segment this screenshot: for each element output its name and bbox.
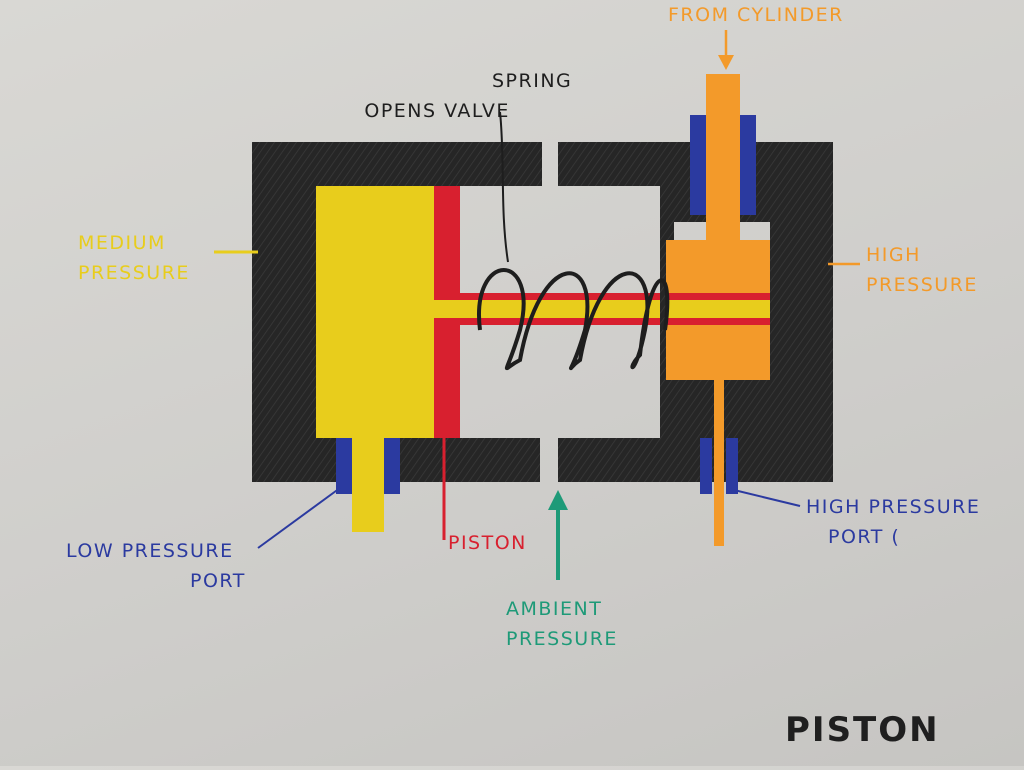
piston-rod-tip [666, 293, 770, 325]
from-cylinder-label: FROM CYLINDER [668, 4, 844, 26]
medium-label-line1: MEDIUM [78, 232, 166, 254]
spring-label: SPRING OPENS VALVE [364, 66, 573, 126]
low-port-leader [257, 487, 341, 549]
ambient-arrow [548, 490, 568, 580]
medium-label-line2: PRESSURE [78, 262, 190, 284]
left-housing [252, 142, 542, 482]
spring-label-line1: SPRING [492, 70, 573, 92]
low-pressure-port [336, 438, 400, 532]
low-port-line1: LOW PRESSURE [66, 540, 234, 562]
high-port-leader [733, 489, 801, 507]
high-label-line1: HIGH [866, 244, 921, 266]
page-title: PISTON [785, 710, 940, 750]
high-label-line2: PRESSURE [866, 274, 978, 296]
ambient-pressure-label: AMBIENT PRESSURE [506, 594, 618, 654]
cylinder-inlet [690, 74, 756, 244]
ambient-line1: AMBIENT [506, 598, 603, 620]
ambient-line2: PRESSURE [506, 628, 618, 650]
high-pressure-label: HIGH PRESSURE [866, 240, 978, 300]
high-pressure-port [700, 380, 738, 546]
spring-label-line2: OPENS VALVE [364, 100, 510, 122]
low-port-line2: PORT [190, 570, 246, 592]
high-port-line1: HIGH PRESSURE [806, 496, 981, 518]
from-cylinder-arrow [718, 30, 734, 70]
high-port-line2: PORT ( [828, 526, 901, 548]
spring [477, 268, 670, 371]
high-pressure-port-label: HIGH PRESSURE PORT ( [806, 492, 980, 552]
low-pressure-port-label: LOW PRESSURE PORT [66, 536, 246, 596]
spring-leader [499, 111, 509, 263]
medium-pressure-chamber [316, 186, 434, 438]
medium-pressure-label: MEDIUM PRESSURE [78, 228, 190, 288]
piston-label: PISTON [448, 532, 527, 554]
